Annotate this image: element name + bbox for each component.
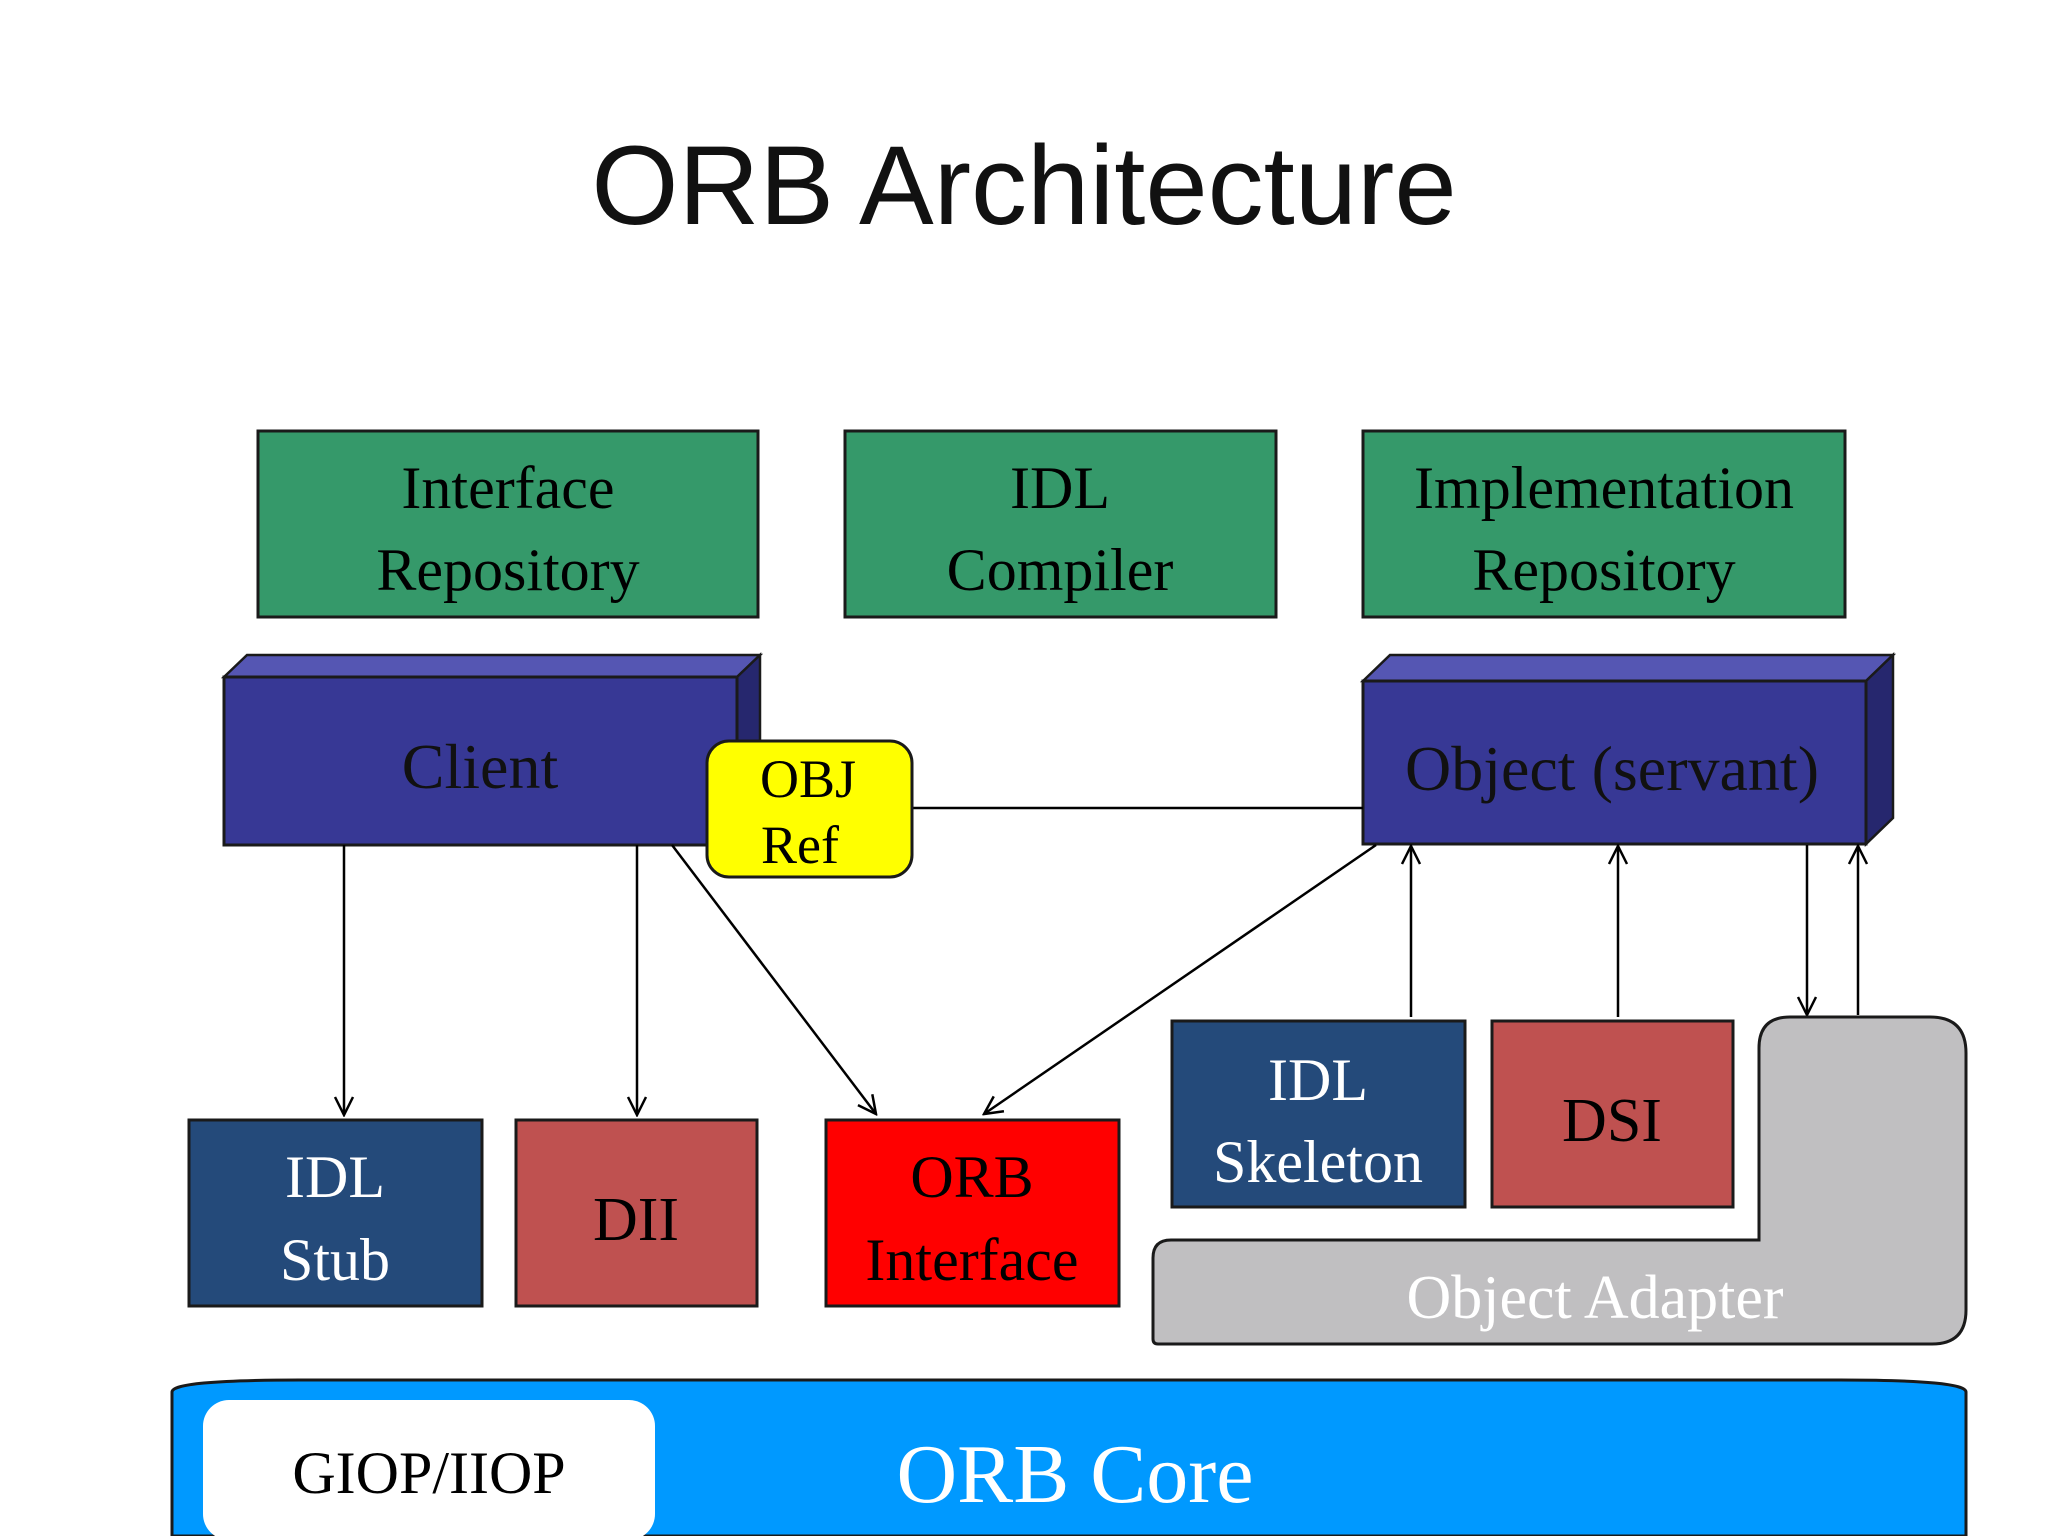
client-box: Client (220, 652, 764, 849)
idl-compiler-box: IDL Compiler (843, 429, 1278, 619)
giop-iiop-label: GIOP/IIOP (292, 1440, 565, 1506)
orb-interface-box: ORB Interface (824, 1118, 1121, 1308)
object-adapter-label: Object Adapter (1406, 1264, 1783, 1332)
orb-core-bar: GIOP/IIOP ORB Core (170, 1378, 1968, 1536)
implementation-repository-label-1: Implementation (1414, 455, 1794, 521)
idl-skeleton-label-2: Skeleton (1213, 1129, 1423, 1195)
giop-iiop-box (203, 1400, 655, 1536)
dii-box: DII (514, 1118, 759, 1308)
implementation-repository-box: Implementation Repository (1361, 429, 1847, 619)
slide-title: ORB Architecture (591, 123, 1457, 248)
idl-compiler-label-1: IDL (1010, 455, 1110, 521)
obj-ref-label-1: OBJ (760, 749, 856, 809)
dii-label: DII (593, 1186, 679, 1254)
idl-stub-label-1: IDL (285, 1144, 385, 1210)
idl-skeleton-box: IDL Skeleton (1170, 1019, 1467, 1209)
obj-ref-label-2: Ref (761, 815, 839, 875)
dsi-label: DSI (1562, 1087, 1662, 1155)
client-to-orb-interface-arrow (671, 844, 876, 1114)
interface-repository-box: Interface Repository (256, 429, 760, 619)
implementation-repository-label-2: Repository (1472, 537, 1735, 603)
interface-repository-label-2: Repository (376, 537, 639, 603)
idl-stub-box: IDL Stub (187, 1118, 484, 1308)
servant-to-orb-interface-arrow (984, 843, 1377, 1114)
orb-interface-label-2: Interface (865, 1227, 1078, 1293)
object-servant-label: Object (servant) (1405, 733, 1819, 804)
client-label: Client (402, 731, 559, 802)
idl-skeleton-label-1: IDL (1268, 1047, 1368, 1113)
object-servant-box: Object (servant) (1359, 652, 1897, 847)
idl-stub-label-2: Stub (280, 1227, 390, 1293)
interface-repository-label-1: Interface (401, 455, 614, 521)
dsi-box: DSI (1490, 1019, 1735, 1209)
obj-ref-box: OBJ Ref (705, 739, 914, 879)
object-adapter-shape: Object Adapter (1151, 1015, 1968, 1346)
orb-core-label: ORB Core (897, 1428, 1254, 1521)
idl-compiler-label-2: Compiler (947, 537, 1174, 603)
orb-interface-label-1: ORB (910, 1144, 1033, 1210)
